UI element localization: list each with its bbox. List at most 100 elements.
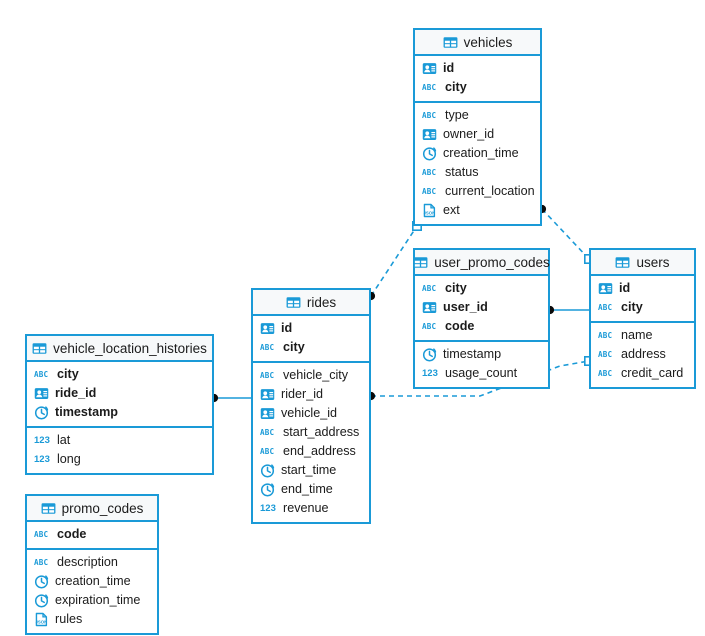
field-name: ext: [443, 203, 460, 218]
field-name: revenue: [283, 501, 329, 516]
field-name: usage_count: [445, 366, 518, 381]
table-header-promo_codes[interactable]: promo_codes: [27, 496, 157, 522]
primary-key-field-row[interactable]: timestamp: [27, 403, 212, 422]
field-row[interactable]: creation_time: [415, 144, 540, 163]
number-icon: 123: [260, 502, 276, 514]
field-name: start_time: [281, 463, 337, 478]
svg-text:JSON: JSON: [36, 620, 48, 625]
field-name: credit_card: [621, 366, 684, 381]
table-header-users[interactable]: users: [591, 250, 694, 276]
field-row[interactable]: owner_id: [415, 125, 540, 144]
field-name: long: [57, 452, 81, 467]
field-name: id: [281, 321, 293, 336]
primary-key-field-row[interactable]: user_id: [415, 298, 548, 317]
field-name: timestamp: [55, 405, 118, 420]
field-name: status: [445, 165, 479, 180]
field-name: city: [445, 80, 467, 95]
table-icon: [286, 295, 301, 310]
field-row[interactable]: expiration_time: [27, 591, 157, 610]
field-name: end_address: [283, 444, 356, 459]
field-name: city: [445, 281, 467, 296]
abc-icon: ABC: [598, 349, 613, 359]
clock-icon: [34, 405, 49, 420]
table-name: vehicles: [463, 34, 513, 50]
table-header-vehicles[interactable]: vehicles: [415, 30, 540, 56]
primary-key-field-row[interactable]: id: [591, 279, 694, 298]
field-name: vehicle_id: [281, 406, 338, 421]
field-row[interactable]: rider_id: [253, 385, 369, 404]
abc-icon: ABC: [260, 427, 275, 437]
field-name: id: [443, 61, 455, 76]
field-name: rider_id: [281, 387, 323, 402]
field-name: code: [445, 319, 475, 334]
field-name: rules: [55, 612, 83, 627]
primary-key-field-row[interactable]: ride_id: [27, 384, 212, 403]
field-row[interactable]: JSON ext: [415, 201, 540, 220]
json-icon: JSON: [422, 203, 437, 218]
field-row[interactable]: ABC address: [591, 345, 694, 364]
key-id-icon: [422, 61, 437, 76]
field-row[interactable]: start_time: [253, 461, 369, 480]
field-name: expiration_time: [55, 593, 141, 608]
field-name: vehicle_city: [283, 368, 349, 383]
relationship-vehicle-location-histories-to-rides[interactable]: [209, 393, 251, 403]
field-name: city: [283, 340, 305, 355]
abc-icon: ABC: [34, 369, 49, 379]
field-row[interactable]: end_time: [253, 480, 369, 499]
field-name: address: [621, 347, 666, 362]
key-id-icon: [422, 127, 437, 142]
field-name: creation_time: [443, 146, 519, 161]
table-header-rides[interactable]: rides: [253, 290, 369, 316]
table-name: vehicle_location_histories: [53, 340, 207, 356]
key-id-icon: [260, 406, 275, 421]
relationship-user-promo-codes-to-users[interactable]: [545, 305, 589, 315]
table-header-user_promo_codes[interactable]: user_promo_codes: [413, 250, 550, 276]
field-row[interactable]: timestamp: [415, 345, 548, 364]
primary-key-field-row[interactable]: id: [253, 319, 369, 338]
table-icon: [413, 255, 428, 270]
table-icon: [32, 341, 47, 356]
field-row[interactable]: creation_time: [27, 572, 157, 591]
field-row[interactable]: 123 revenue: [253, 499, 369, 518]
field-row[interactable]: vehicle_id: [253, 404, 369, 423]
clock-icon: [260, 463, 275, 478]
field-name: user_id: [443, 300, 488, 315]
field-name: end_time: [281, 482, 333, 497]
field-row[interactable]: JSON rules: [27, 610, 157, 629]
table-header-vehicle_location_histories[interactable]: vehicle_location_histories: [27, 336, 212, 362]
primary-key-field-row[interactable]: id: [415, 59, 540, 78]
table-name: user_promo_codes: [434, 254, 550, 270]
clock-icon: [422, 347, 437, 362]
